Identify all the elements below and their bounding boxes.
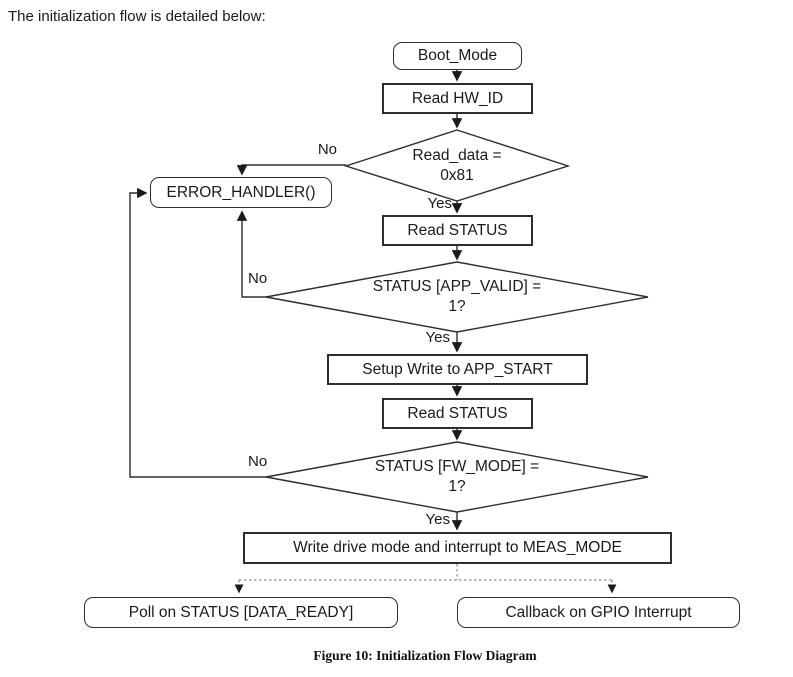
edge-d1-no-to-errorhandler: [236, 164, 346, 176]
node-boot-mode: Boot_Mode: [393, 42, 522, 70]
node-setup-write: Setup Write to APP_START: [327, 354, 588, 385]
node-check-fw-mode-label: STATUS [FW_MODE] = 1?: [374, 458, 540, 495]
intro-text: The initialization flow is detailed belo…: [8, 8, 266, 25]
edge-label-no-3: No: [248, 453, 268, 470]
node-read-status-1-label: Read STATUS: [407, 221, 508, 239]
node-write-meas-mode: Write drive mode and interrupt to MEAS_M…: [243, 532, 672, 564]
node-write-meas-mode-label: Write drive mode and interrupt to MEAS_M…: [293, 539, 622, 557]
edge-label-yes-1: Yes: [427, 195, 452, 212]
node-boot-mode-label: Boot_Mode: [417, 47, 498, 65]
node-read-hw-id-label: Read HW_ID: [411, 89, 504, 107]
edge-d3-no-to-errorhandler: [129, 187, 266, 478]
node-read-hw-id: Read HW_ID: [382, 83, 533, 114]
node-poll-status: Poll on STATUS [DATA_READY]: [84, 597, 398, 628]
node-read-status-2-label: Read STATUS: [407, 404, 508, 422]
node-error-handler-label: ERROR_HANDLER(): [166, 183, 316, 201]
edge-label-no-1: No: [317, 141, 337, 158]
edge-label-yes-3: Yes: [425, 511, 450, 528]
node-setup-write-label: Setup Write to APP_START: [362, 360, 553, 378]
edge-label-yes-2: Yes: [425, 329, 450, 346]
node-check-app-valid-label: STATUS [APP_VALID] = 1?: [372, 278, 542, 315]
edge-label-no-2: No: [248, 270, 268, 287]
node-error-handler: ERROR_HANDLER(): [150, 177, 332, 208]
node-callback-gpio: Callback on GPIO Interrupt: [457, 597, 740, 628]
node-poll-status-label: Poll on STATUS [DATA_READY]: [128, 603, 354, 621]
edge-d2-no-to-errorhandler: [236, 210, 266, 298]
node-read-status-1: Read STATUS: [382, 215, 533, 246]
node-check-read-data-label: Read_data = 0x81: [412, 147, 502, 184]
node-read-status-2: Read STATUS: [382, 398, 533, 429]
figure-caption: Figure 10: Initialization Flow Diagram: [313, 648, 537, 663]
node-callback-gpio-label: Callback on GPIO Interrupt: [505, 603, 692, 621]
